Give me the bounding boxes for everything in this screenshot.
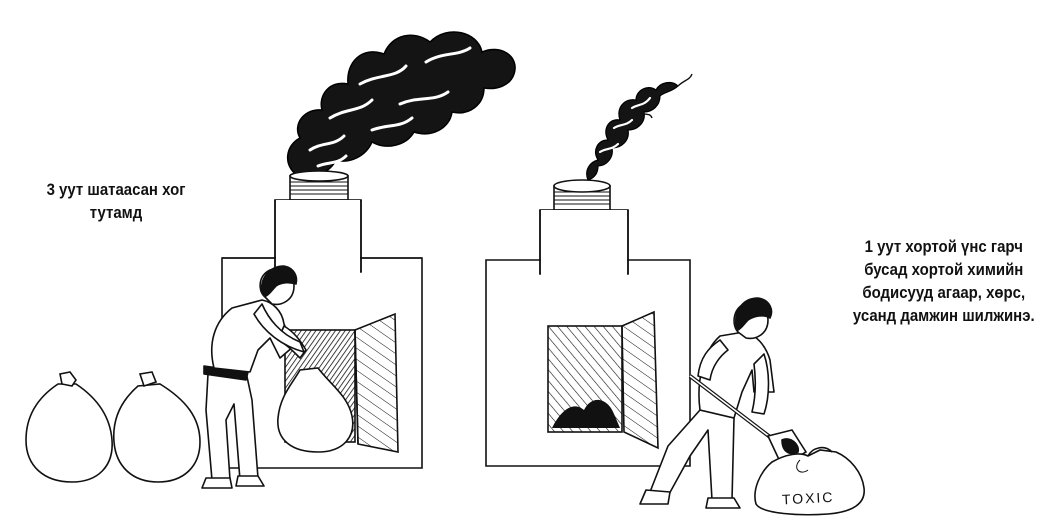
right-caption: 1 уут хортой үнс гарч бусад хортой химий… xyxy=(836,235,1052,327)
left-furnace-door xyxy=(355,314,398,452)
left-caption-line: 3 уут шатаасан хог xyxy=(28,178,204,201)
left-caption: 3 уут шатаасан хог тутамд xyxy=(28,178,204,224)
right-caption-line: усанд дамжин шилжинэ. xyxy=(836,304,1052,327)
trash-bag-left xyxy=(26,372,112,482)
right-furnace-door xyxy=(622,312,658,448)
right-caption-line: 1 уут хортой үнс гарч xyxy=(836,235,1052,258)
right-caption-line: бусад хортой химийн xyxy=(836,258,1052,281)
thin-smoke xyxy=(587,83,678,180)
toxic-bag-label: TOXIC xyxy=(782,489,835,508)
trash-bag-right xyxy=(114,372,200,482)
right-furnace-opening xyxy=(548,326,622,432)
right-caption-line: бодисууд агаар, хөрс, xyxy=(836,281,1052,304)
left-caption-line: тутамд xyxy=(28,201,204,224)
